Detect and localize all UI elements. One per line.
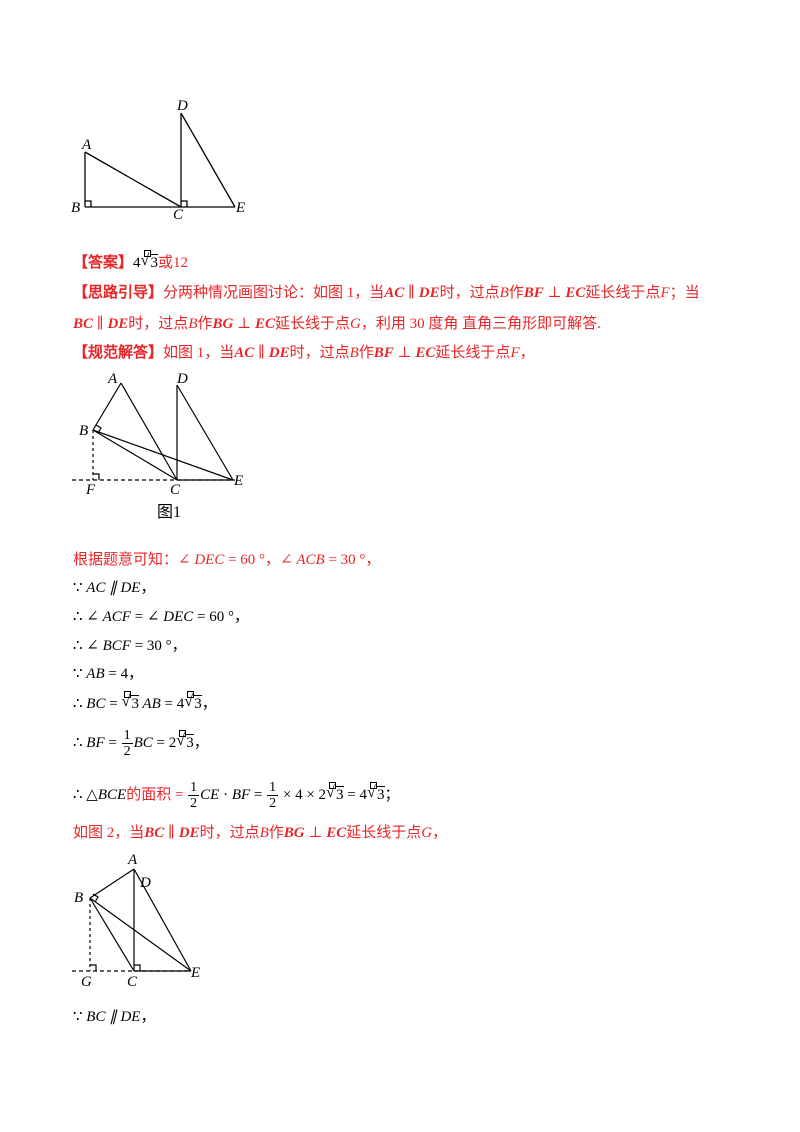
step-5: ∵ AB = 4， (73, 666, 144, 682)
fig2-label-d: D (139, 875, 151, 891)
hint-line-2: BC ∥ DE时，过点B作BG ⊥ EC延长线于点G，利用 30 度角 直角三角… (73, 316, 601, 332)
solution-tag: 【规范解答】 (73, 345, 164, 361)
final-line: ∵ BC ∥ DE， (73, 1009, 156, 1025)
fig1-label-c: C (170, 482, 181, 498)
step-2: ∵ AC ∥ DE， (73, 580, 156, 596)
hint-line-1: 【思路引导】分两种情况画图讨论：如图 1，当AC ∥ DE时，过点B作BF ⊥ … (73, 285, 700, 301)
fig1-label-d: D (176, 371, 188, 387)
fig1-label-b: B (79, 423, 88, 439)
case2-line: 如图 2，当BC ∥ DE时，过点B作BG ⊥ EC延长线于点G， (73, 825, 448, 841)
step-4: ∴ ∠ BCF = 30 °， (73, 638, 187, 654)
fig2-label-g: G (81, 974, 92, 990)
fig2-label-e: E (190, 965, 200, 981)
figure-2: A B C D E G (72, 852, 200, 990)
fig2-label-c: C (127, 974, 138, 990)
step-1: 根据题意可知：∠ DEC = 60 °，∠ ACB = 30 °， (73, 552, 381, 568)
label-a: A (81, 137, 92, 153)
answer-tag: 【答案】 (73, 255, 134, 271)
sqrt-3: 3 (141, 250, 159, 273)
figure-top: A B C D E (71, 98, 245, 223)
label-d: D (176, 98, 188, 114)
figure-1: A B C D E F 图1 (72, 371, 243, 521)
answer-line: 【答案】43或12 (73, 250, 188, 273)
fig1-label-f: F (85, 482, 96, 498)
fig1-label-e: E (233, 473, 243, 489)
fig1-caption: 图1 (157, 504, 181, 521)
label-b: B (71, 200, 80, 216)
label-e: E (235, 200, 245, 216)
fig2-label-a: A (127, 852, 138, 868)
fig2-label-b: B (74, 890, 83, 906)
step-6: ∴ BC = 3 AB = 43， (73, 691, 217, 714)
step-3: ∴ ∠ ACF = ∠ DEC = 60 °， (73, 609, 249, 625)
label-c: C (173, 207, 184, 223)
answer-value-prefix: 4 (133, 255, 141, 271)
fig1-label-a: A (107, 371, 118, 387)
hint-tag: 【思路引导】 (73, 285, 164, 301)
solution-line: 【规范解答】如图 1，当AC ∥ DE时，过点B作BF ⊥ EC延长线于点F， (73, 345, 535, 361)
